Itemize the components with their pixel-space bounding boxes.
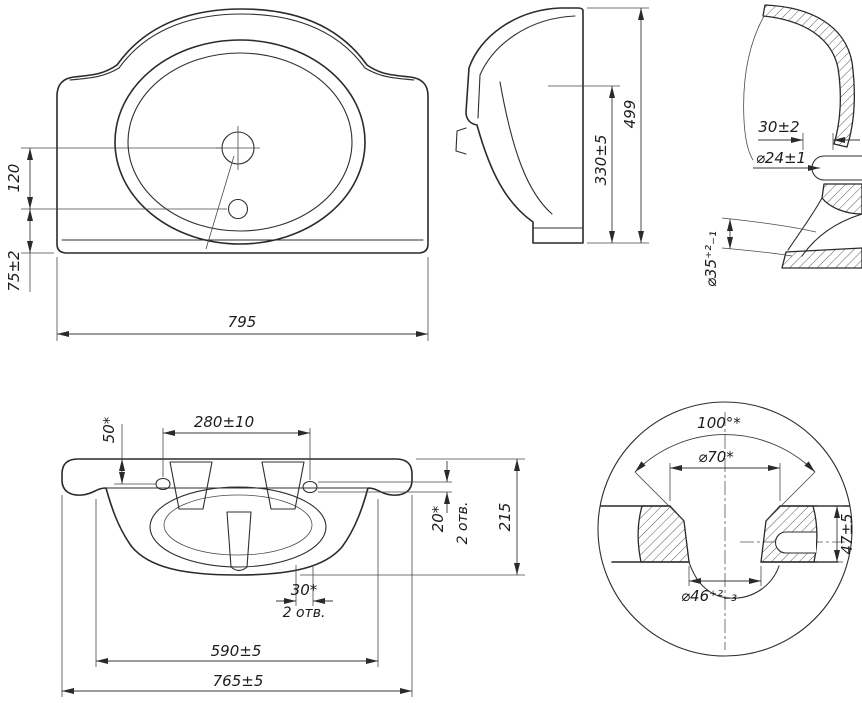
side-view: 330±5 499 [455, 7, 649, 244]
basin-inner [127, 52, 353, 232]
ext-lines [21, 147, 429, 341]
drain-detail-view: 100°* ⌀70* 47±5 ⌀46⁺²₋₃ [597, 401, 856, 657]
side-outline [465, 7, 584, 244]
rim-wall-section [762, 4, 855, 148]
overflow-channel-top [721, 217, 817, 233]
rim-section-view: 30±2 ⌀24±1 ⌀35⁺²₋₁ [702, 4, 862, 287]
dim-arc-100 [634, 434, 816, 473]
bottom-basin-inner [163, 494, 313, 556]
side-bowl-wall [499, 81, 553, 215]
front-view: 120 75±2 795 [5, 8, 429, 341]
detail-boundary-circle [597, 401, 853, 657]
overflow-channel-bottom [721, 247, 793, 257]
front-inner-rim [69, 13, 415, 81]
front-outline [56, 8, 429, 254]
fixing-hole-right [302, 480, 318, 494]
dim-overall-width-bottom: 765±5 [213, 672, 264, 690]
overflow-slot [775, 531, 817, 554]
dim-overall-height: 499 [621, 100, 639, 129]
dim-faucet-hole-dia: ⌀24±1 [756, 149, 806, 167]
ext-lines [669, 463, 843, 586]
dim-faucet-overflow: 120 [5, 164, 23, 193]
bottom-basin-outer [149, 486, 327, 568]
basin-outer [114, 39, 366, 245]
deck-section [821, 183, 862, 215]
side-inner-rim [477, 15, 576, 119]
bowl-inner-surface [743, 15, 765, 161]
dim-overflow-bottom: 75±2 [5, 250, 23, 291]
drain-channel [226, 511, 252, 572]
dim-fixing-holes-span: 280±10 [194, 413, 254, 431]
side-mount-tab [455, 127, 467, 155]
foot-section [781, 247, 862, 269]
dim-depth: 215 [496, 503, 514, 532]
ext-lines [61, 424, 525, 697]
boss-left [169, 461, 213, 510]
dim-detail-depth: 47±5 [838, 513, 856, 554]
bottom-outline [61, 458, 413, 576]
dim-fixing-hole-qty: 2 отв. [455, 502, 471, 545]
faucet-centerlines [216, 126, 260, 170]
dim-ledge-width: 30±2 [758, 118, 799, 136]
dim-bowl-height: 330±5 [592, 135, 610, 186]
bottom-view: 50* 280±10 20* 2 отв. 215 30* 2 отв. 590… [61, 413, 525, 697]
dim-top-dia: ⌀70* [698, 448, 734, 466]
dim-bracket-span: 590±5 [211, 642, 262, 660]
boss-right [261, 461, 305, 510]
dim-overall-width: 795 [228, 313, 257, 331]
overflow-hole [227, 198, 249, 220]
dim-fixing-hole-dia: 20* [429, 505, 447, 532]
dim-slot-qty: 2 отв. [283, 605, 326, 621]
leader-line [205, 155, 235, 250]
bracket-inner [787, 197, 823, 251]
dim-cone-angle: 100°* [697, 414, 741, 432]
dim-overflow-hole-dia: ⌀35⁺²₋₁ [702, 231, 720, 287]
dim-outlet-dia: ⌀46⁺²₋₃ [681, 587, 737, 605]
detail-wall-left [637, 505, 690, 563]
dim-slot-span: 30* [291, 581, 318, 599]
ext-lines [802, 133, 834, 150]
angle-face-extensions [634, 471, 816, 522]
dim-hole-edge-offset: 50* [100, 416, 118, 443]
